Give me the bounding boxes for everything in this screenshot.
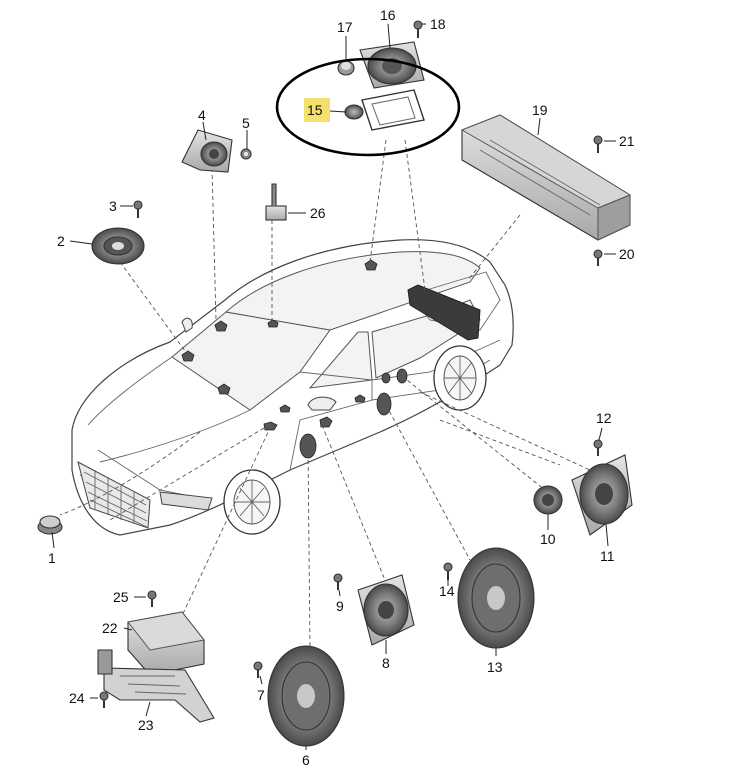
part-23-bracket bbox=[97, 649, 215, 723]
label-11: 11 bbox=[600, 548, 615, 564]
label-7: 7 bbox=[257, 687, 265, 703]
part-9-screw bbox=[333, 573, 343, 590]
location-spot bbox=[217, 383, 231, 395]
part-5-nut bbox=[240, 148, 252, 160]
label-14: 14 bbox=[439, 583, 455, 599]
callout-ellipse bbox=[275, 57, 461, 157]
label-8: 8 bbox=[382, 655, 390, 671]
location-spot bbox=[381, 372, 391, 384]
highlight-box bbox=[304, 98, 330, 122]
dashed-leaders bbox=[59, 139, 591, 651]
part-14-screw bbox=[443, 562, 453, 580]
part-25-screw bbox=[147, 590, 157, 607]
car-body bbox=[71, 239, 514, 536]
label-3: 3 bbox=[109, 198, 117, 214]
part-26-sensor bbox=[265, 183, 287, 221]
part-21-screw bbox=[593, 135, 603, 153]
location-spot bbox=[214, 320, 228, 332]
part-24-screw bbox=[99, 691, 109, 708]
location-spot bbox=[354, 394, 366, 403]
label-5: 5 bbox=[242, 115, 250, 131]
rear-wheel bbox=[433, 345, 487, 411]
label-17: 17 bbox=[337, 19, 353, 35]
label-19: 19 bbox=[532, 102, 548, 118]
label-26: 26 bbox=[310, 205, 326, 221]
label-16: 16 bbox=[380, 7, 396, 23]
front-wheel bbox=[223, 469, 281, 535]
location-spot bbox=[376, 392, 392, 416]
roof-glass bbox=[224, 251, 481, 331]
label-20: 20 bbox=[619, 246, 635, 262]
location-spot bbox=[279, 404, 291, 413]
part-15-gasket bbox=[344, 89, 425, 131]
part-20-screw bbox=[593, 249, 603, 266]
part-4-tweeter-housing bbox=[181, 129, 233, 173]
label-12: 12 bbox=[596, 410, 612, 426]
label-25: 25 bbox=[113, 589, 129, 605]
label-22: 22 bbox=[102, 620, 118, 636]
part-2-speaker bbox=[91, 227, 145, 265]
part-12-screw bbox=[593, 439, 603, 456]
part-8-speaker bbox=[357, 574, 415, 646]
label-2: 2 bbox=[57, 233, 65, 249]
label-24: 24 bbox=[69, 690, 85, 706]
windshield bbox=[171, 311, 331, 411]
front-side-window bbox=[308, 331, 373, 389]
headlight bbox=[159, 491, 213, 511]
label-4: 4 bbox=[198, 107, 206, 123]
label-10: 10 bbox=[540, 531, 556, 547]
part-6-woofer bbox=[267, 645, 345, 747]
part-7-screw bbox=[253, 661, 263, 678]
left-mirror bbox=[181, 317, 193, 333]
part-19-amplifier bbox=[460, 114, 632, 241]
rear-shelf-subwoofer bbox=[407, 284, 481, 341]
location-spot bbox=[263, 421, 278, 431]
part-labels: 1 2 3 4 5 6 7 8 9 10 11 12 13 14 15 16 1… bbox=[48, 7, 635, 768]
part-11-speaker bbox=[571, 454, 633, 536]
label-21: 21 bbox=[619, 133, 635, 149]
location-spot bbox=[181, 350, 195, 362]
label-1: 1 bbox=[48, 550, 56, 566]
part-10-speaker bbox=[533, 485, 563, 515]
label-15: 15 bbox=[307, 102, 323, 118]
label-6: 6 bbox=[302, 752, 310, 768]
part-13-woofer bbox=[457, 547, 535, 649]
side-mirror bbox=[307, 396, 337, 411]
part-17-cap bbox=[337, 60, 355, 76]
label-23: 23 bbox=[138, 717, 154, 733]
location-spot bbox=[319, 416, 333, 428]
part-3-screw bbox=[133, 200, 143, 218]
part-1-tweeter bbox=[37, 515, 63, 535]
label-18: 18 bbox=[430, 16, 446, 32]
label-9: 9 bbox=[336, 598, 344, 614]
part-22-module bbox=[127, 611, 205, 676]
label-leaders bbox=[51, 23, 616, 750]
label-13: 13 bbox=[487, 659, 503, 675]
part-18-screw bbox=[413, 20, 423, 38]
